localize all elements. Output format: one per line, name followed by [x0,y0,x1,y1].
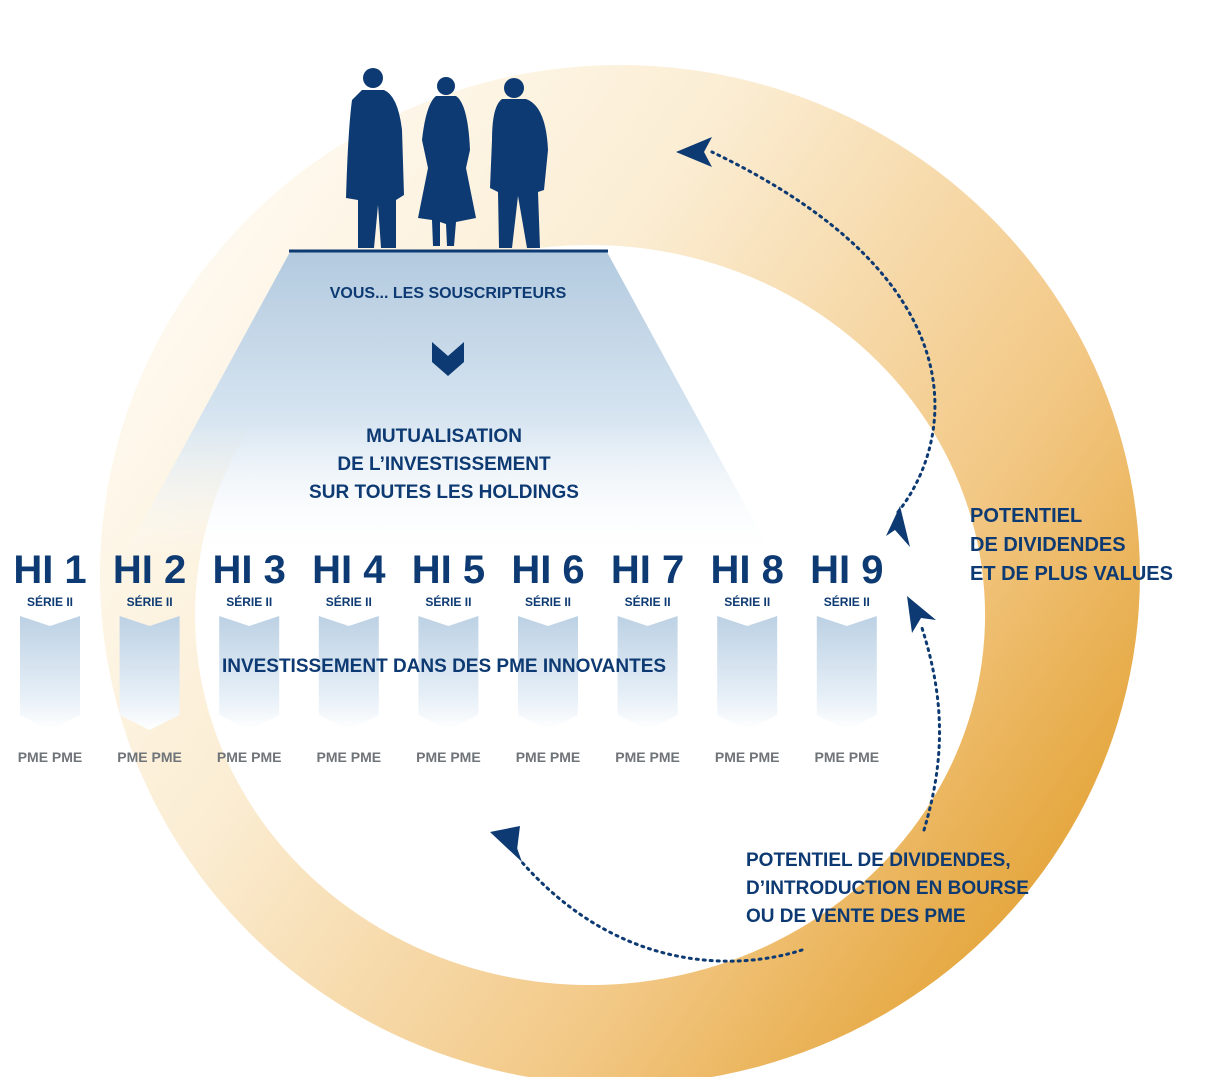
potentiel-bottom-line-3: OU DE VENTE DES PME [746,906,966,927]
arrowhead-icon [676,137,712,167]
holding-serie: SÉRIE II [724,594,770,609]
holding-code: HI 9 [810,548,883,592]
potentiel-right-line-3: ET DE PLUS VALUES [970,563,1173,585]
arrowhead-icon [490,826,520,850]
holding-serie: SÉRIE II [27,594,73,609]
holding-code: HI 1 [13,548,86,592]
holding-chevron [418,616,479,730]
holding-code: HI 2 [113,548,186,592]
holding-chevron [119,616,180,730]
holding-pme: PME PME [416,749,481,765]
holding-serie: SÉRIE II [226,594,272,609]
dashed-arrow-right-up [710,150,937,514]
potentiel-right-line-2: DE DIVIDENDES [970,534,1126,556]
holding-pme: PME PME [18,749,83,765]
mutualisation-line-2: DE L’INVESTISSEMENT [337,454,551,475]
arrowhead-icon [886,506,910,547]
holding-chevron [20,616,80,730]
potentiel-bottom-line-2: D’INTRODUCTION EN BOURSE [746,878,1029,899]
chevron-down-icon [432,342,464,376]
holding-pme: PME PME [516,749,581,765]
mutualisation-line-1: MUTUALISATION [366,426,522,447]
holding-column: HI 9 SÉRIE II PME PME [810,548,883,765]
holding-column: HI 5 SÉRIE II PME PME [412,548,485,765]
holding-code: HI 3 [213,548,286,592]
dashed-arrow-bottom [518,858,804,963]
holding-serie: SÉRIE II [824,594,870,609]
holding-serie: SÉRIE II [127,594,173,609]
holding-column: HI 7 SÉRIE II PME PME [611,548,684,765]
holding-code: HI 8 [711,548,784,592]
subscribers-label: VOUS... LES SOUSCRIPTEURS [330,285,567,302]
holding-code: HI 5 [412,548,485,592]
cycle-ring [99,65,1140,1077]
holding-column: HI 1 SÉRIE II PME PME [13,548,86,765]
holding-serie: SÉRIE II [625,594,671,609]
holding-chevron [318,616,379,730]
arrowhead-icon [490,832,522,862]
holding-column: HI 2 SÉRIE II PME PME [113,548,186,765]
potentiel-bottom-line-1: POTENTIEL DE DIVIDENDES, [746,850,1011,871]
investment-label: INVESTISSEMENT DANS DES PME INNOVANTES [222,656,666,677]
holding-chevron [219,616,280,730]
holding-code: HI 7 [611,548,684,592]
potentiel-bottom-text: POTENTIEL DE DIVIDENDES, D’INTRODUCTION … [746,850,1029,927]
holding-pme: PME PME [317,749,382,765]
potentiel-right-text: POTENTIEL DE DIVIDENDES ET DE PLUS VALUE… [970,505,1173,585]
holding-column: HI 6 SÉRIE II PME PME [511,548,584,765]
holding-pme: PME PME [715,749,780,765]
holding-chevron [816,616,877,730]
holding-pme: PME PME [217,749,282,765]
holding-column: HI 4 SÉRIE II PME PME [312,548,386,765]
people-silhouette-icon [346,68,548,248]
holding-pme: PME PME [117,749,182,765]
arrowhead-icon [907,596,936,633]
holding-chevron [518,616,578,730]
holding-pme: PME PME [615,749,680,765]
holding-serie: SÉRIE II [525,594,571,609]
holding-code: HI 6 [511,548,584,592]
potentiel-right-line-1: POTENTIEL [970,505,1082,527]
holding-serie: SÉRIE II [425,594,471,609]
holding-serie: SÉRIE II [326,594,372,609]
holding-column: HI 8 SÉRIE II PME PME [711,548,784,765]
holding-pme: PME PME [815,749,880,765]
mutualisation-funnel [122,252,775,560]
mutualisation-line-3: SUR TOUTES LES HOLDINGS [309,482,579,503]
holding-chevron [717,616,778,730]
holding-column: HI 3 SÉRIE II PME PME [213,548,286,765]
holding-chevron [617,616,678,730]
holding-code: HI 4 [312,548,386,592]
mutualisation-text: MUTUALISATION DE L’INVESTISSEMENT SUR TO… [309,426,579,503]
